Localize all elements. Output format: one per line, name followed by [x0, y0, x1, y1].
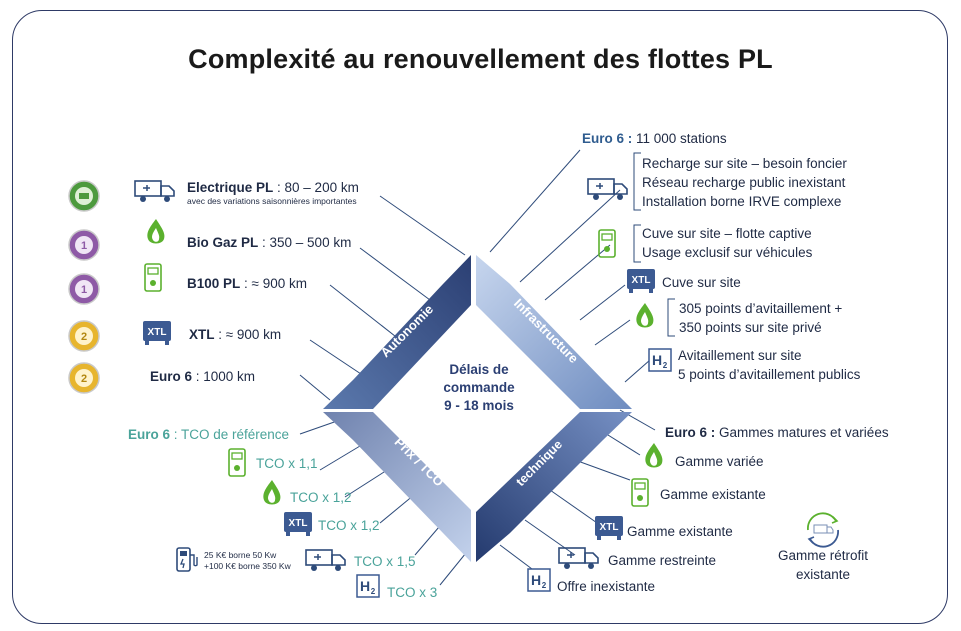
critair-2-icon: 2	[68, 362, 100, 394]
electric-truck-icon	[134, 180, 175, 202]
xtl-tank-label: XTL	[289, 518, 308, 529]
critair-1-icon: 1	[68, 229, 100, 261]
autonomie-electric: Electrique PL : 80 – 200 km	[187, 180, 359, 195]
h2-sub: 2	[371, 587, 376, 596]
page-title: Complexité au renouvellement des flottes…	[188, 44, 773, 74]
bracket-b100	[633, 224, 641, 263]
xtl-tank-label: XTL	[600, 522, 619, 533]
b100-pump-icon	[228, 448, 246, 477]
infra-h2-2: 5 points d’avitaillement publics	[678, 367, 861, 382]
h2-letter: H	[652, 352, 662, 368]
biogas-flame-icon	[636, 303, 654, 328]
autonomie-electric-note: avec des variations saisonnières importa…	[187, 196, 357, 206]
electric-truck-icon	[558, 547, 599, 569]
dispo-xtl: Gamme existante	[627, 524, 733, 539]
electric-truck-icon	[587, 178, 628, 200]
infra-electric-2: Réseau recharge public inexistant	[642, 175, 846, 190]
dispo-electric: Gamme restreinte	[608, 553, 717, 568]
biogas-flame-icon	[263, 480, 281, 505]
h2-sub: 2	[542, 581, 547, 590]
xtl-tank-icon: XTL	[595, 516, 623, 540]
quadrant-infrastructure	[476, 255, 632, 409]
xtl-tank-icon: XTL	[627, 269, 655, 293]
prix-electric: TCO x 1,5	[354, 554, 416, 569]
h2-letter: H	[531, 572, 541, 588]
center-line-3: 9 - 18 mois	[444, 398, 514, 413]
infra-gaz-2: 350 points sur site privé	[679, 320, 822, 335]
center-line-2: commande	[443, 380, 515, 395]
critair-2-number: 2	[81, 331, 87, 343]
xtl-tank-icon: XTL	[284, 512, 312, 536]
xtl-tank-label: XTL	[148, 327, 167, 338]
b100-pump-icon	[144, 263, 162, 292]
retrofit-cycle-icon	[807, 512, 839, 548]
quadrant-dispo	[476, 412, 632, 562]
b100-pump-icon	[598, 229, 616, 258]
dispo-retrofit-2: existante	[795, 567, 851, 582]
h2-letter: H	[360, 578, 370, 594]
autonomie-xtl: XTL : ≈ 900 km	[189, 327, 282, 342]
dispo-retrofit-1: Gamme rétrofit	[777, 548, 869, 563]
hydrogen-icon: H 2	[527, 568, 551, 592]
infra-electric-3: Installation borne IRVE complexe	[642, 194, 842, 209]
critair-1-number: 1	[81, 240, 87, 252]
dispo-euro6: Euro 6 : Gammes matures et variées	[665, 425, 889, 440]
electric-truck-icon	[305, 549, 346, 571]
hydrogen-icon: H 2	[356, 574, 380, 598]
dispo-b100: Gamme existante	[660, 487, 766, 502]
h2-sub: 2	[663, 361, 668, 370]
bracket-gaz	[667, 298, 675, 337]
prix-euro6: Euro 6 : TCO de référence	[128, 427, 290, 442]
prix-h2: TCO x 3	[387, 585, 438, 600]
autonomie-euro6: Euro 6 : 1000 km	[150, 369, 256, 384]
xtl-tank-icon: XTL	[143, 321, 171, 345]
infra-electric-1: Recharge sur site – besoin foncier	[642, 156, 847, 171]
quadrant-autonomie	[323, 255, 471, 409]
hydrogen-icon: H 2	[648, 348, 672, 372]
b100-pump-icon	[631, 478, 649, 507]
infra-euro6: Euro 6 : 11 000 stations	[582, 131, 727, 146]
biogas-flame-icon	[147, 219, 165, 244]
frame	[12, 10, 948, 624]
critair-1-icon: 1	[68, 273, 100, 305]
quadrant-prix	[323, 412, 471, 562]
autonomie-b100: B100 PL : ≈ 900 km	[187, 276, 307, 291]
critair-1-number: 1	[81, 284, 87, 296]
infra-b100-2: Usage exclusif sur véhicules	[642, 245, 813, 260]
prix-b100: TCO x 1,1	[256, 456, 318, 471]
critair-2-icon: 2	[68, 320, 100, 352]
critair-2-number: 2	[81, 373, 87, 385]
dispo-h2: Offre inexistante	[557, 579, 656, 594]
autonomie-biogaz: Bio Gaz PL : 350 – 500 km	[187, 235, 352, 250]
infra-h2-1: Avitaillement sur site	[678, 348, 802, 363]
prix-xtl: TCO x 1,2	[318, 518, 380, 533]
prix-gaz: TCO x 1,2	[290, 490, 352, 505]
xtl-tank-label: XTL	[632, 275, 651, 286]
infra-xtl: Cuve sur site	[662, 275, 741, 290]
infra-b100-1: Cuve sur site – flotte captive	[642, 226, 812, 241]
biogas-flame-icon	[645, 443, 663, 468]
critair-electric-icon	[68, 180, 100, 212]
infra-gaz-1: 305 points d’avitaillement +	[679, 301, 843, 316]
dispo-gaz: Gamme variée	[675, 454, 764, 469]
charging-station-icon	[176, 547, 198, 572]
center-line-1: Délais de	[449, 362, 509, 377]
prix-borne-1: 25 K€ borne 50 Kw	[204, 550, 277, 560]
prix-borne-2: +100 K€ borne 350 Kw	[204, 561, 291, 571]
bracket-electric	[633, 152, 641, 211]
